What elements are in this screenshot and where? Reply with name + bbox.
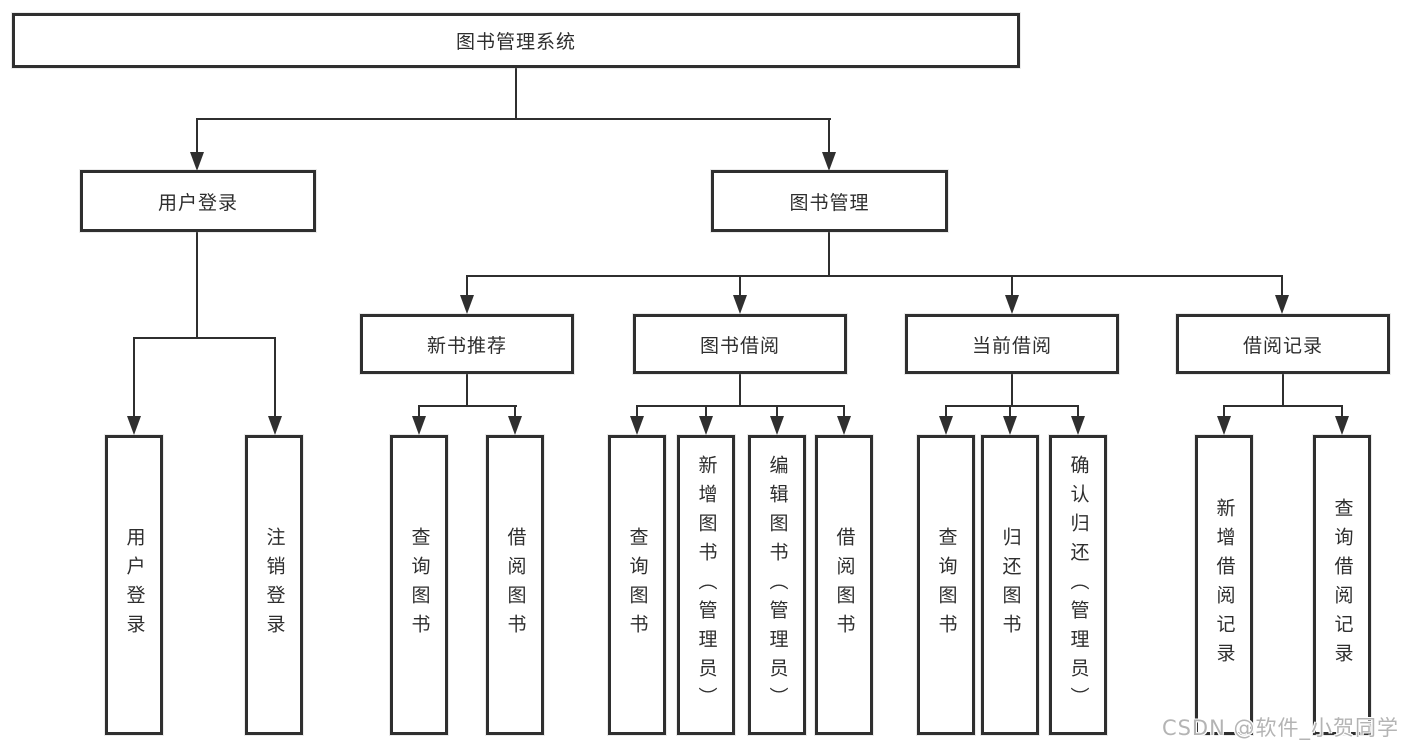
connector-line bbox=[466, 275, 1283, 277]
node-label: 图书管理系统 bbox=[455, 31, 576, 53]
arrowhead bbox=[1071, 416, 1085, 435]
connector-line bbox=[636, 405, 638, 419]
connector-line bbox=[1077, 405, 1079, 419]
connector-line bbox=[828, 232, 830, 277]
arrowhead bbox=[1003, 416, 1017, 435]
node-book-management: 图书管理 bbox=[711, 170, 948, 232]
node-label: 注销登录 bbox=[263, 527, 286, 643]
connector-line bbox=[466, 275, 468, 298]
connector-line bbox=[1341, 405, 1343, 419]
connector-line bbox=[776, 405, 778, 419]
arrowhead bbox=[939, 416, 953, 435]
arrowhead bbox=[460, 295, 474, 314]
connector-line bbox=[739, 374, 741, 407]
connector-line bbox=[1281, 275, 1283, 298]
node-user-login: 用户登录 bbox=[80, 170, 316, 232]
node-borrow-records: 借阅记录 bbox=[1176, 314, 1390, 374]
node-add-books-admin: 新增图书（管理员） bbox=[677, 435, 735, 735]
connector-line bbox=[274, 337, 276, 419]
node-label: 查询借阅记录 bbox=[1331, 498, 1354, 672]
connector-line bbox=[828, 118, 830, 156]
connector-line bbox=[705, 405, 707, 419]
connector-line bbox=[418, 405, 517, 407]
node-return-books: 归还图书 bbox=[981, 435, 1039, 735]
node-label: 归还图书 bbox=[999, 527, 1022, 643]
node-book-borrowing: 图书借阅 bbox=[633, 314, 847, 374]
arrowhead bbox=[1005, 295, 1019, 314]
arrowhead bbox=[1275, 295, 1289, 314]
arrowhead bbox=[127, 416, 141, 435]
node-user-login-action: 用户登录 bbox=[105, 435, 163, 735]
arrowhead bbox=[190, 152, 204, 171]
arrowhead bbox=[770, 416, 784, 435]
node-label: 新增借阅记录 bbox=[1213, 498, 1236, 672]
node-label: 新书推荐 bbox=[426, 334, 507, 357]
node-label: 新增图书（管理员） bbox=[695, 454, 718, 716]
node-current-borrowing: 当前借阅 bbox=[905, 314, 1119, 374]
node-query-books-borrowing: 查询图书 bbox=[608, 435, 666, 735]
arrowhead bbox=[822, 152, 836, 171]
node-label: 查询图书 bbox=[935, 527, 958, 643]
connector-line bbox=[636, 405, 845, 407]
node-label: 图书借阅 bbox=[699, 334, 780, 357]
arrowhead bbox=[268, 416, 282, 435]
arrowhead bbox=[837, 416, 851, 435]
node-label: 借阅图书 bbox=[833, 527, 856, 643]
connector-line bbox=[133, 337, 135, 419]
node-label: 用户登录 bbox=[123, 527, 146, 643]
connector-line bbox=[843, 405, 845, 419]
connector-line bbox=[1282, 374, 1284, 407]
arrowhead bbox=[1217, 416, 1231, 435]
connector-line bbox=[1223, 405, 1225, 419]
node-library-management-system: 图书管理系统 bbox=[12, 13, 1020, 68]
connector-line bbox=[418, 405, 420, 419]
connector-line bbox=[196, 232, 198, 339]
connector-line bbox=[1011, 374, 1013, 407]
node-borrow-books-recommend: 借阅图书 bbox=[486, 435, 544, 735]
connector-line bbox=[466, 374, 468, 407]
node-label: 借阅图书 bbox=[504, 527, 527, 643]
connector-line bbox=[1009, 405, 1011, 419]
arrowhead bbox=[630, 416, 644, 435]
connector-line bbox=[133, 337, 276, 339]
node-query-borrow-record: 查询借阅记录 bbox=[1313, 435, 1371, 735]
node-logout: 注销登录 bbox=[245, 435, 303, 735]
arrowhead bbox=[733, 295, 747, 314]
connector-line bbox=[515, 68, 517, 120]
node-label: 当前借阅 bbox=[971, 334, 1052, 357]
node-edit-books-admin: 编辑图书（管理员） bbox=[748, 435, 806, 735]
node-label: 借阅记录 bbox=[1242, 334, 1323, 357]
connector-line bbox=[514, 405, 516, 419]
node-label: 编辑图书（管理员） bbox=[766, 454, 789, 716]
arrowhead bbox=[699, 416, 713, 435]
node-borrow-books-borrowing: 借阅图书 bbox=[815, 435, 873, 735]
node-label: 图书管理 bbox=[789, 191, 870, 214]
node-label: 查询图书 bbox=[408, 527, 431, 643]
connector-line bbox=[196, 118, 198, 156]
connector-line bbox=[945, 405, 947, 419]
node-query-books-recommend: 查询图书 bbox=[390, 435, 448, 735]
node-label: 查询图书 bbox=[626, 527, 649, 643]
node-label: 确认归还（管理员） bbox=[1067, 454, 1090, 716]
node-add-borrow-record: 新增借阅记录 bbox=[1195, 435, 1253, 735]
arrowhead bbox=[412, 416, 426, 435]
arrowhead bbox=[508, 416, 522, 435]
node-new-book-recommend: 新书推荐 bbox=[360, 314, 574, 374]
arrowhead bbox=[1335, 416, 1349, 435]
connector-line bbox=[1011, 275, 1013, 298]
csdn-watermark: CSDN @软件_小贺同学 bbox=[1161, 716, 1399, 740]
connector-line bbox=[1223, 405, 1343, 407]
node-label: 用户登录 bbox=[157, 191, 238, 214]
connector-line bbox=[739, 275, 741, 298]
node-query-books-current: 查询图书 bbox=[917, 435, 975, 735]
connector-line bbox=[196, 118, 831, 120]
node-confirm-return-admin: 确认归还（管理员） bbox=[1049, 435, 1107, 735]
connector-line bbox=[945, 405, 1079, 407]
